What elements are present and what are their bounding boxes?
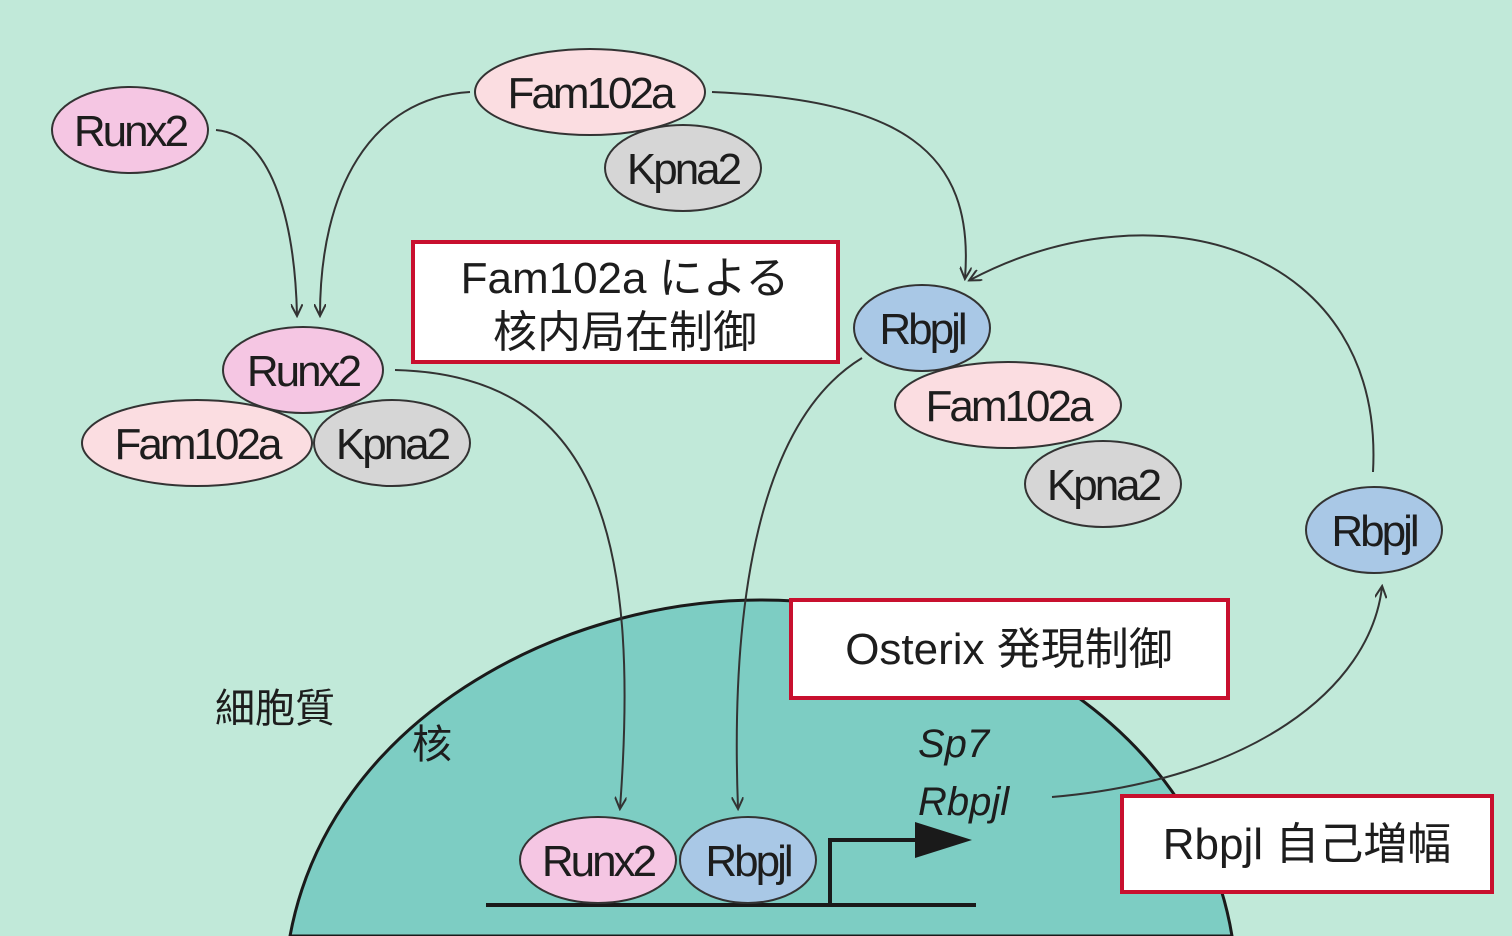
- nucleus-label: 核: [412, 723, 452, 767]
- fam102a-top-label: Fam102a: [508, 69, 676, 118]
- fam102a-regulation-line2: 核内局在制御: [493, 308, 757, 357]
- rbpjl-complex-label: Rbpjl: [879, 305, 964, 354]
- arrow-runx2-to-complex: [215, 129, 297, 315]
- arrow-rbpjl-into-nucleus: [737, 357, 863, 808]
- kpna2-top-label: Kpna2: [627, 145, 741, 194]
- fam102a-top-node: Fam102a: [474, 48, 706, 136]
- cytoplasm-label: 細胞質: [215, 687, 335, 731]
- arrow-gene-to-rbpjl: [1051, 587, 1382, 798]
- fam102a-right-node: Fam102a: [894, 361, 1122, 449]
- arrow-rbpjl-return: [970, 234, 1375, 473]
- promoter-arrowhead: [915, 822, 972, 858]
- fam102a-regulation-box: Fam102a による 核内局在制御: [411, 240, 840, 364]
- arrow-fam102a-to-rbpjl-complex: [711, 91, 966, 278]
- rbpjl-amplification-box: Rbpjl 自己増幅: [1120, 794, 1494, 894]
- fam102a-left-node: Fam102a: [81, 399, 313, 487]
- kpna2-left-label: Kpna2: [336, 420, 450, 469]
- gene-rbpjl-label: Rbpjl: [918, 780, 1010, 824]
- kpna2-top-node: Kpna2: [604, 124, 762, 212]
- runx2-complex-label: Runx2: [247, 347, 361, 396]
- fam102a-right-label: Fam102a: [926, 382, 1094, 431]
- runx2-free-label: Runx2: [74, 107, 188, 156]
- gene-sp7-label: Sp7: [918, 722, 991, 766]
- rbpjl-free-label: Rbpjl: [1331, 507, 1416, 556]
- arrow-runx2-into-nucleus: [394, 369, 625, 808]
- runx2-complex-node: Runx2: [222, 326, 384, 414]
- osterix-regulation-label: Osterix 発現制御: [845, 625, 1173, 674]
- rbpjl-free-node: Rbpjl: [1305, 486, 1443, 574]
- osterix-regulation-box: Osterix 発現制御: [789, 598, 1230, 700]
- runx2-nuclear-label: Runx2: [542, 837, 656, 886]
- runx2-nuclear-node: Runx2: [519, 816, 677, 904]
- runx2-free-node: Runx2: [51, 86, 209, 174]
- arrow-fam102a-to-runx2-complex: [320, 91, 471, 315]
- kpna2-right-node: Kpna2: [1024, 440, 1182, 528]
- rbpjl-complex-node: Rbpjl: [853, 284, 991, 372]
- promoter-arrow: [828, 838, 922, 905]
- rbpjl-amplification-label: Rbpjl 自己増幅: [1163, 820, 1452, 869]
- kpna2-right-label: Kpna2: [1047, 461, 1161, 510]
- rbpjl-nuclear-label: Rbpjl: [705, 837, 790, 886]
- kpna2-left-node: Kpna2: [313, 399, 471, 487]
- rbpjl-nuclear-node: Rbpjl: [679, 816, 817, 904]
- fam102a-regulation-line1: Fam102a による: [461, 254, 790, 303]
- fam102a-left-label: Fam102a: [115, 420, 283, 469]
